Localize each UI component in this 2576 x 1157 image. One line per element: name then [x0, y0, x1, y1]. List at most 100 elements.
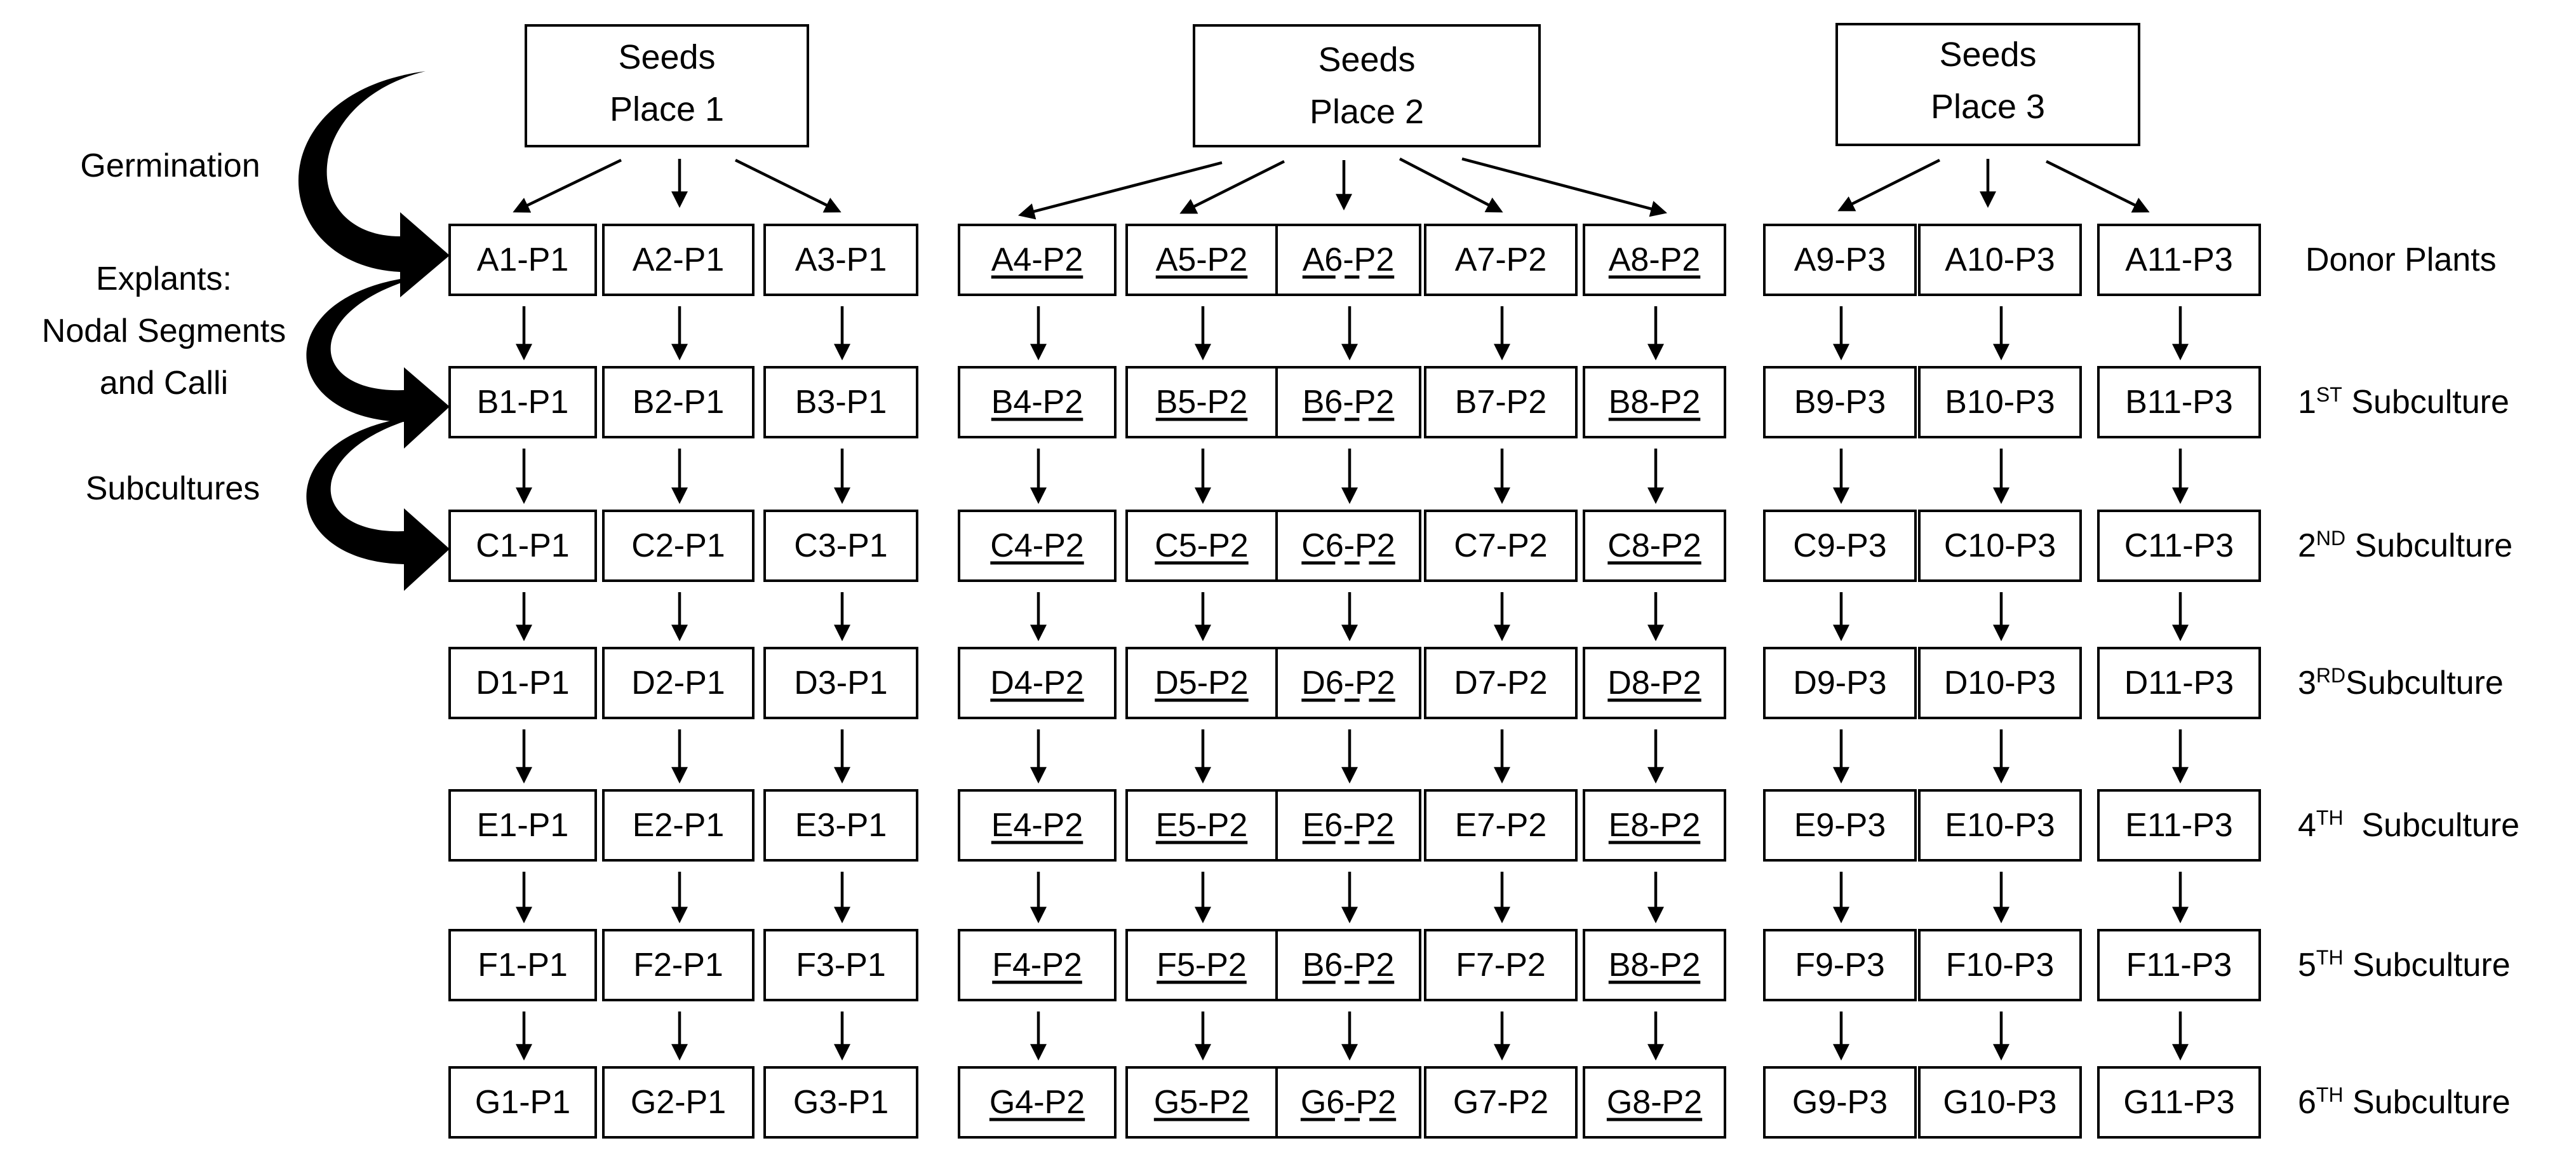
row-label: 3RDSubculture [2298, 664, 2504, 701]
sample-box-label: B9-P3 [1794, 384, 1886, 421]
seed-title: Seeds [1939, 36, 2036, 74]
sample-box-label: B2-P1 [633, 384, 725, 421]
sample-box-frame [1918, 366, 2082, 438]
row-label: 6TH Subculture [2298, 1083, 2511, 1121]
explants-label-line2: Nodal Segments [42, 313, 286, 349]
sample-box-frame [448, 929, 597, 1001]
sample-box-label: A4-P2 [991, 241, 1083, 278]
sample-box: G3-P1 [763, 1066, 918, 1139]
sample-box: D11-P3 [2097, 647, 2261, 719]
sample-box-label: E6-P2 [1303, 807, 1395, 844]
sample-box-label: C11-P3 [2124, 527, 2234, 564]
sample-box-label: C2-P1 [631, 527, 725, 564]
sample-box-frame [763, 1066, 918, 1139]
sample-box: F9-P3 [1763, 929, 1917, 1001]
explants-label-line1: Explants: [96, 260, 232, 297]
sample-box-frame [2097, 1066, 2261, 1139]
sample-box-label: C10-P3 [1944, 527, 2056, 564]
sample-box-frame [958, 1066, 1117, 1139]
sample-box-label: D3-P1 [794, 665, 887, 701]
sample-box: D6-P2 [1275, 647, 1421, 719]
sample-box: D7-P2 [1424, 647, 1578, 719]
sample-box-label: A11-P3 [2125, 241, 2233, 278]
sample-box: C1-P1 [448, 510, 597, 582]
sample-box-frame [1763, 366, 1917, 438]
sample-box: D4-P2 [958, 647, 1117, 719]
sample-box-label: C8-P2 [1607, 527, 1701, 564]
sample-box-frame [1763, 1066, 1917, 1139]
sample-box-frame [602, 647, 755, 719]
sample-box-frame [958, 224, 1117, 296]
sample-box-frame [958, 929, 1117, 1001]
sample-box-frame [1275, 224, 1421, 296]
sample-box: C4-P2 [958, 510, 1117, 582]
sample-box-label: F9-P3 [1795, 947, 1885, 984]
sample-box-frame [2097, 789, 2261, 862]
sample-box-label: A5-P2 [1156, 241, 1248, 278]
sample-box-frame [448, 789, 597, 862]
sample-box: A10-P3 [1918, 224, 2082, 296]
sample-box: D2-P1 [602, 647, 755, 719]
sample-box-frame [958, 510, 1117, 582]
sample-box-label: A7-P2 [1455, 241, 1547, 278]
sample-box: G2-P1 [602, 1066, 755, 1139]
row-label: 2ND Subculture [2298, 527, 2512, 564]
sample-box: D10-P3 [1918, 647, 2082, 719]
sample-box: E9-P3 [1763, 789, 1917, 862]
sample-box-label: C6-P2 [1301, 527, 1395, 564]
sample-box-label: B6-P2 [1303, 384, 1395, 421]
seed-place: Place 3 [1931, 88, 2045, 126]
sample-box-label: E9-P3 [1794, 807, 1886, 844]
sample-box: C3-P1 [763, 510, 918, 582]
sample-box-frame [1125, 647, 1278, 719]
sample-box-frame [1424, 647, 1578, 719]
sample-box-label: D4-P2 [990, 665, 1083, 701]
sample-box-frame [448, 366, 597, 438]
seed-arrow [1017, 161, 1223, 220]
sample-box: A1-P1 [448, 224, 597, 296]
sample-box-frame [602, 224, 755, 296]
sample-box-label: A10-P3 [1945, 241, 2055, 278]
sample-box-frame [1275, 366, 1421, 438]
sample-box-frame [1424, 366, 1578, 438]
sample-box-label: C9-P3 [1793, 527, 1886, 564]
sample-box-label: D9-P3 [1793, 665, 1886, 701]
sample-box: C9-P3 [1763, 510, 1917, 582]
sample-box-frame [958, 647, 1117, 719]
sample-box: A6-P2 [1275, 224, 1421, 296]
sample-box-frame [1583, 224, 1726, 296]
sample-box-frame [763, 510, 918, 582]
sample-box: F3-P1 [763, 929, 918, 1001]
sample-box: G11-P3 [2097, 1066, 2261, 1139]
sample-box: C11-P3 [2097, 510, 2261, 582]
sample-box-label: E11-P3 [2125, 807, 2233, 844]
sample-box-frame [1763, 647, 1917, 719]
sample-box: B6-P2 [1275, 929, 1421, 1001]
sample-box: C5-P2 [1125, 510, 1278, 582]
seed-arrow [1461, 157, 1668, 217]
sample-box-frame [2097, 510, 2261, 582]
sample-box-label: G3-P1 [793, 1084, 889, 1121]
sample-box: A2-P1 [602, 224, 755, 296]
sample-box-label: A2-P1 [633, 241, 725, 278]
subcultures-curved-arrow [306, 416, 450, 591]
sample-box: A8-P2 [1583, 224, 1726, 296]
sample-box-frame [1918, 647, 2082, 719]
sample-box-frame [602, 366, 755, 438]
sample-box-label: E8-P2 [1609, 807, 1701, 844]
seed-place: Place 2 [1310, 93, 1424, 131]
sample-box-frame [1918, 929, 2082, 1001]
sample-box-label: C1-P1 [476, 527, 569, 564]
sample-box: C10-P3 [1918, 510, 2082, 582]
seed-title: Seeds [1318, 41, 1415, 79]
sample-box: F11-P3 [2097, 929, 2261, 1001]
process-curved-arrows [298, 71, 450, 591]
sample-box-label: D5-P2 [1155, 665, 1248, 701]
seed-box-place-3: Seeds Place 3 [1835, 23, 2140, 146]
sample-box: B8-P2 [1583, 366, 1726, 438]
sample-box-frame [763, 929, 918, 1001]
sample-box: E2-P1 [602, 789, 755, 862]
sample-box: D1-P1 [448, 647, 597, 719]
